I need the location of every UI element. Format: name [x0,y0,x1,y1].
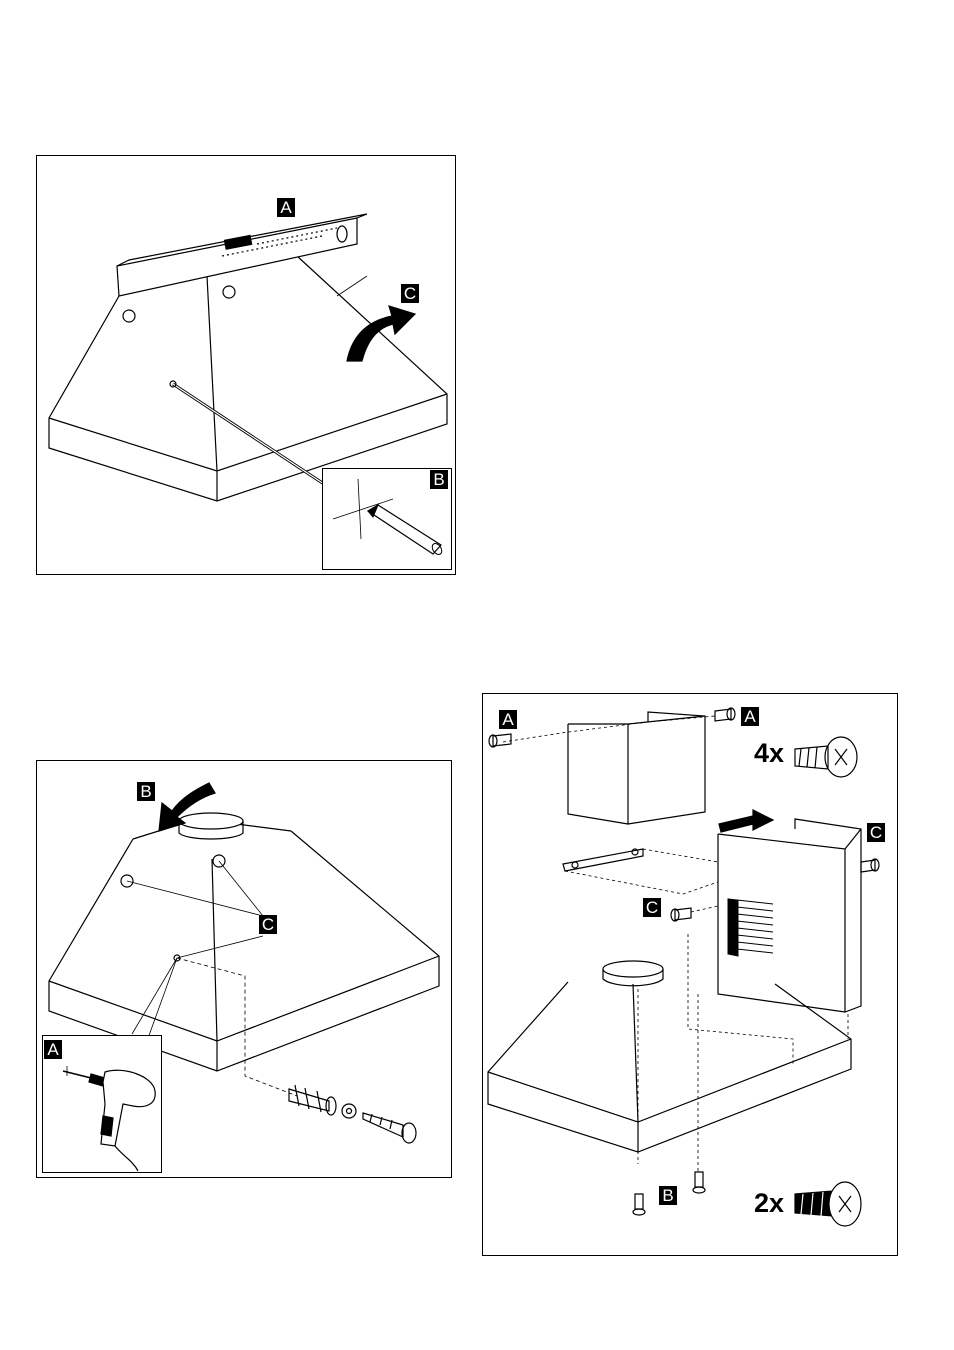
label-a-right: A [741,707,759,726]
label-c: C [401,284,419,303]
label-b: B [659,1186,677,1205]
screw-b-left-icon [635,1194,643,1209]
hood-front-edge [488,1039,851,1122]
label-a: A [277,198,295,217]
screw-right [223,286,235,298]
label-b: B [430,470,448,489]
figure-1-panel: A C B [36,155,456,575]
quantity-small-screws: 2x [754,1188,784,1219]
upper-chimney [568,712,705,824]
label-c: C [259,915,277,934]
hood-body [488,982,851,1152]
hood-body [49,256,447,501]
label-c-left: C [643,898,661,917]
quantity-large-screws: 4x [754,738,784,769]
hood-ridge [212,859,217,1041]
wood-screw-icon [363,1113,403,1137]
outlet-collar [179,813,243,829]
label-b: B [137,782,155,801]
push-arrow-icon [719,810,773,832]
washer-icon [342,1104,356,1118]
screw-left [123,310,135,322]
figure-2-panel: B C A [36,760,452,1178]
spirit-level [117,218,357,296]
figure-3-panel: A A 4x C C B 2x [482,693,898,1256]
screw-b-right-icon [695,1172,703,1187]
label-a: A [44,1040,62,1059]
hood-ridge [207,276,217,471]
label-c-right: C [867,823,885,842]
label-a-left: A [499,710,517,729]
figure-3-drawing [483,694,899,1257]
wall-plug-icon [289,1085,329,1112]
hood-front-edge [49,956,439,1041]
outlet-collar [603,961,663,977]
